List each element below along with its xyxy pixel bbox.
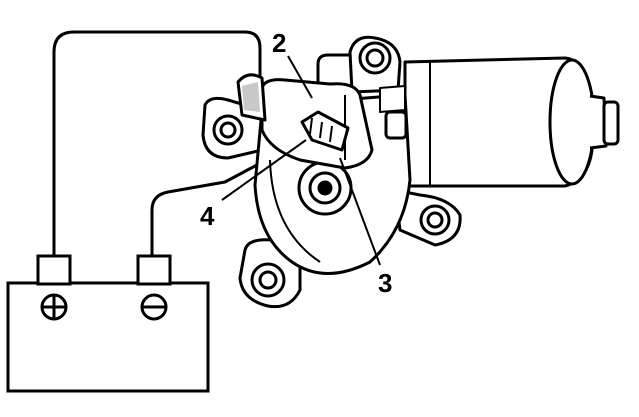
mounting-ear-top (348, 35, 402, 94)
wiring (52, 30, 352, 262)
leader-4 (221, 139, 307, 201)
negative-post (136, 254, 172, 286)
plug-shading (242, 82, 260, 112)
plus-terminal-icon (40, 293, 68, 321)
battery (6, 254, 210, 393)
positive-post (36, 254, 72, 286)
battery-body (6, 281, 210, 393)
negative-wire (150, 140, 302, 260)
motor-cylinder (403, 56, 620, 188)
connector-wire (316, 53, 352, 84)
leader-2 (287, 55, 313, 99)
callout-3: 3 (378, 268, 393, 298)
output-shaft (297, 160, 353, 216)
leader-3 (339, 157, 381, 266)
side-fitting (384, 110, 408, 140)
leader-lines (221, 55, 381, 266)
positive-wire (52, 30, 262, 262)
callout-4: 4 (200, 201, 215, 231)
mounting-ear-right (393, 188, 462, 247)
minus-terminal-icon (140, 293, 168, 321)
terminal-clip (300, 110, 350, 152)
callout-2: 2 (272, 28, 287, 58)
mounting-ear-bottom (238, 238, 302, 309)
wiper-motor (201, 35, 620, 309)
